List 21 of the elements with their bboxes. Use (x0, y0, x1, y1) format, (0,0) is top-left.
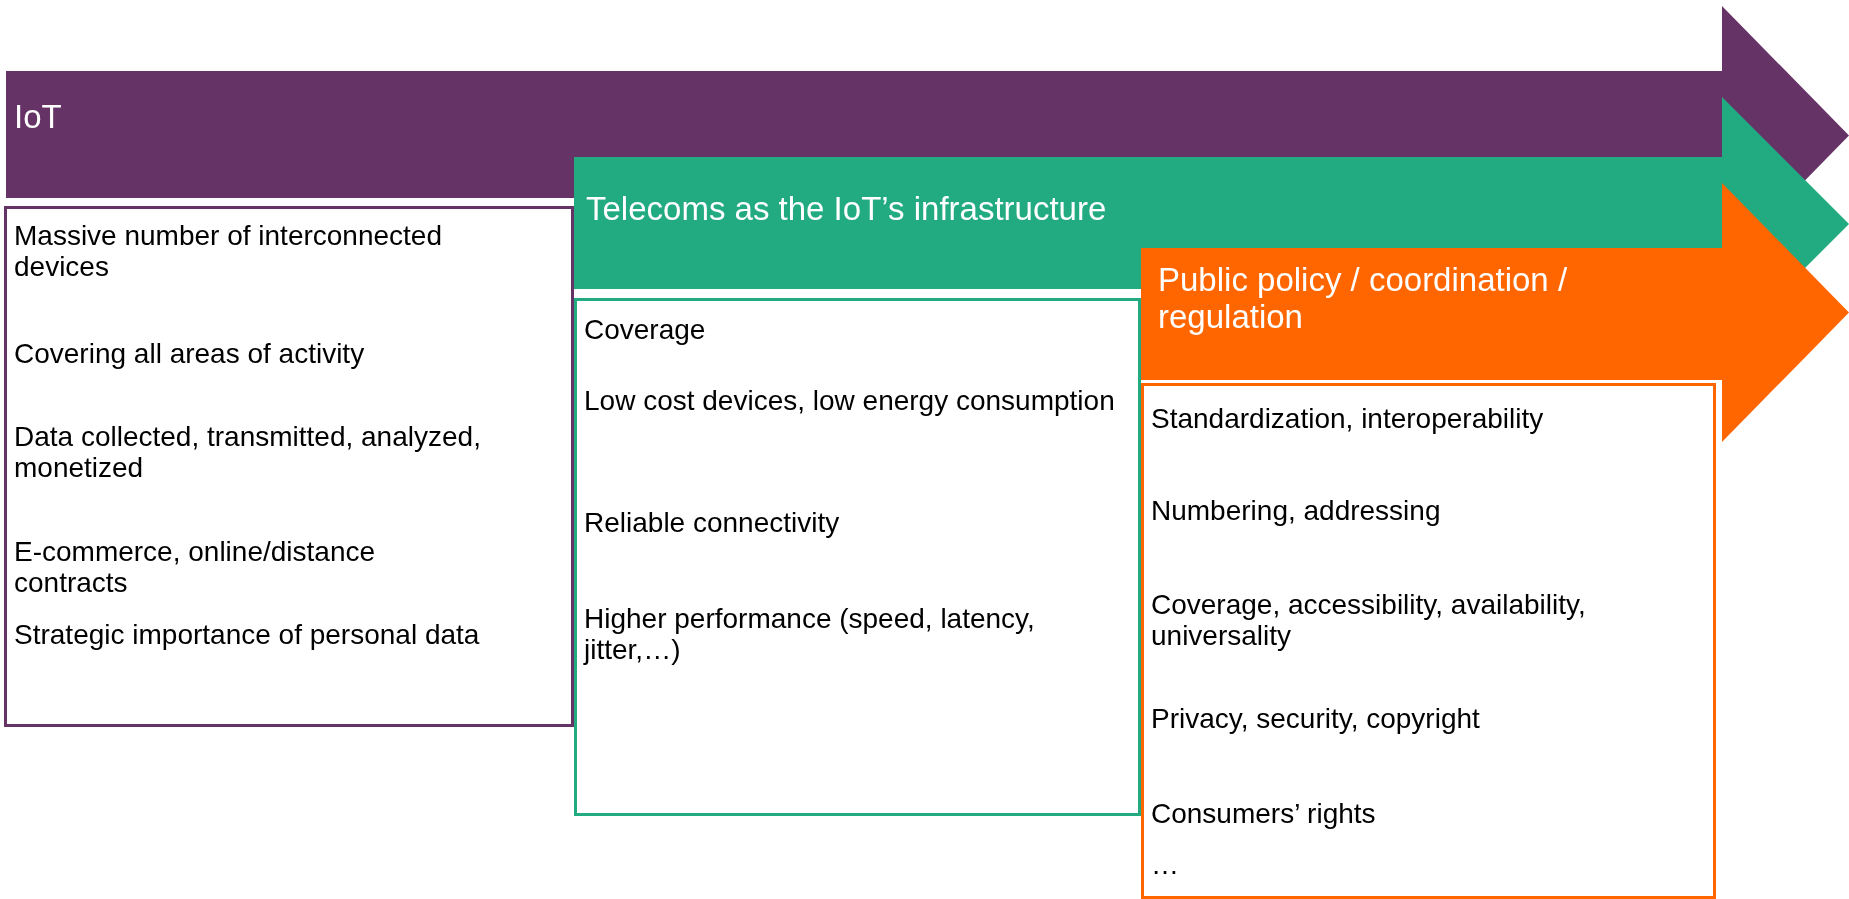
list-item: Data collected, transmitted, analyzed, monetized (14, 422, 482, 484)
list-item: Numbering, addressing (1151, 496, 1441, 527)
list-item: Low cost devices, low energy consumption (584, 386, 1115, 417)
list-panel (574, 298, 1141, 816)
list-item: E-commerce, online/distance contracts (14, 537, 377, 599)
band-title: Public policy / coordination / regulation (1158, 262, 1569, 336)
list-item: Privacy, security, copyright (1151, 704, 1480, 735)
list-item: Standardization, interoperability (1151, 404, 1544, 435)
list-item: Coverage, accessibility, availability, universality (1151, 590, 1587, 652)
band-title: Telecoms as the IoT’s infrastructure (586, 191, 1107, 228)
list-item: Massive number of interconnected devices (14, 221, 443, 283)
list-item: Reliable connectivity (584, 508, 840, 539)
list-item: Higher performance (speed, latency, jitter,…) (584, 604, 1036, 666)
list-panel (1141, 383, 1716, 899)
list-item: Coverage (584, 315, 706, 346)
list-item: … (1151, 850, 1179, 881)
band-title: IoT (14, 99, 62, 136)
list-panel (4, 206, 574, 727)
list-item: Strategic importance of personal data (14, 620, 480, 651)
list-item: Covering all areas of activity (14, 339, 365, 370)
list-item: Consumers’ rights (1151, 799, 1376, 830)
